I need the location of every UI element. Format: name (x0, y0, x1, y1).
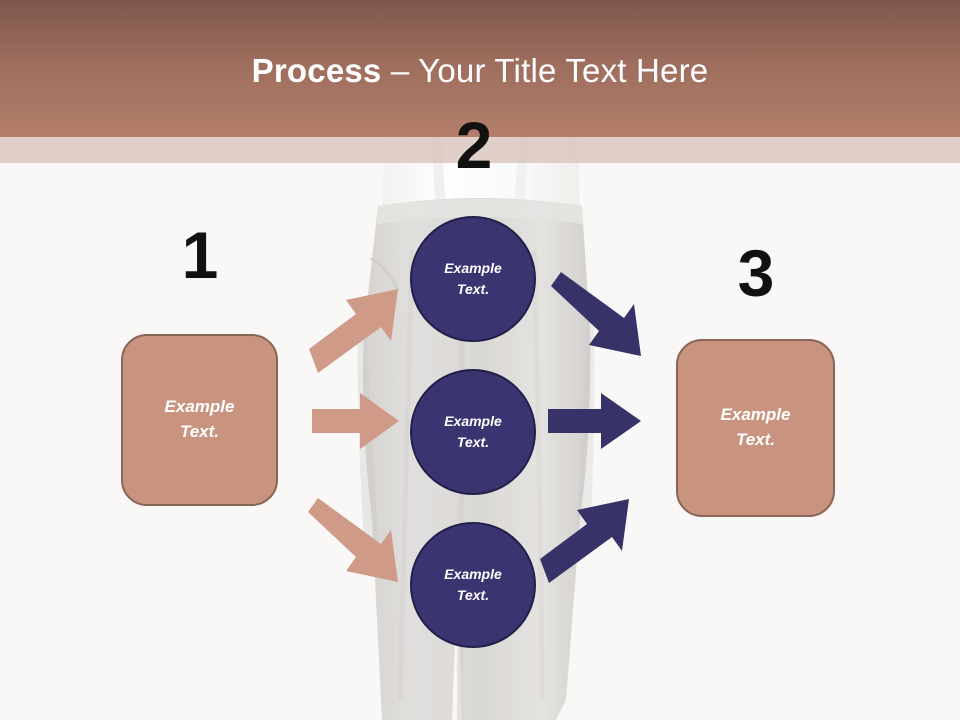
step-2-circle-1[interactable]: Example Text. (410, 216, 536, 342)
step-3-box-label-line2: Text. (735, 430, 776, 449)
arrow-box1-to-circle2 (312, 393, 399, 449)
step-2-circle-1-label-line1: Example (444, 260, 502, 276)
arrow-circle3-to-box3 (540, 499, 629, 583)
title-banner (0, 0, 960, 137)
step-3-box[interactable]: Example Text. (676, 339, 835, 517)
step-2-circle-3-label-line1: Example (444, 566, 502, 582)
step-2-circle-3-label-line2: Text. (456, 587, 490, 603)
step-2-circle-3[interactable]: Example Text. (410, 522, 536, 648)
step-number-3: 3 (737, 236, 775, 310)
title-banner-accent-strip (0, 137, 960, 163)
arrow-box1-to-circle3 (308, 498, 398, 582)
page-title-bold: Process (251, 52, 382, 89)
arrow-circle1-to-box3 (551, 272, 641, 356)
step-1-box-label-line2: Text. (179, 422, 220, 441)
step-1-box[interactable]: Example Text. (121, 334, 278, 506)
page-title-rest: – Your Title Text Here (381, 52, 709, 89)
step-number-1: 1 (181, 218, 219, 292)
page-title: Process – Your Title Text Here (0, 52, 960, 90)
step-2-circle-2-label-line1: Example (444, 413, 502, 429)
step-2-circle-2[interactable]: Example Text. (410, 369, 536, 495)
step-3-box-label-line1: Example (720, 405, 791, 425)
step-2-circle-1-label-line2: Text. (456, 281, 490, 297)
step-1-box-label-line1: Example (164, 397, 235, 417)
step-number-2: 2 (455, 108, 493, 182)
arrow-box1-to-circle1 (309, 289, 398, 373)
arrow-circle2-to-box3 (548, 393, 641, 449)
step-2-circle-2-label-line2: Text. (456, 434, 490, 450)
